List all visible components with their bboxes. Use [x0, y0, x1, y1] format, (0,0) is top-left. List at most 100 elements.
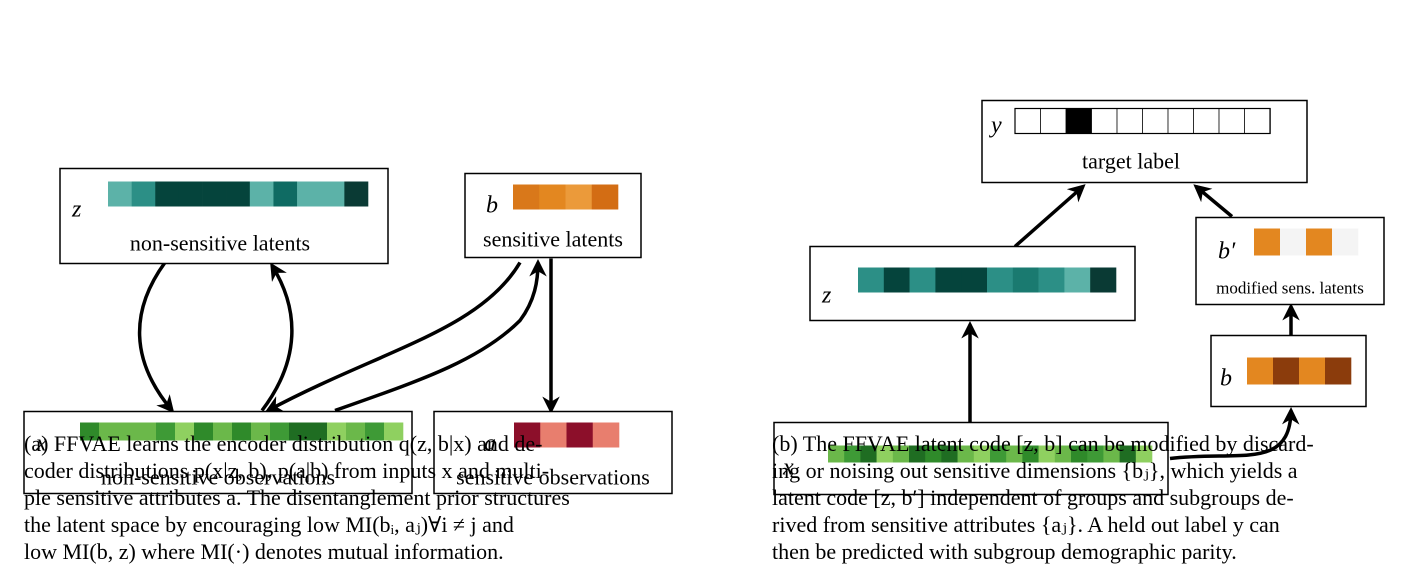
strip-cell — [297, 181, 322, 207]
arrow-bprime-to-y — [1193, 184, 1234, 218]
strip-cell — [346, 422, 366, 441]
b-box-b: b — [1210, 334, 1367, 408]
strip-cell — [365, 422, 385, 441]
arrow-x-to-b — [1169, 407, 1300, 461]
strip-cell — [1038, 267, 1065, 293]
strip-cell — [828, 445, 845, 463]
z-box-b: z — [809, 245, 1136, 322]
z-box: z non-sensitive latents — [59, 167, 389, 265]
y-label-strip — [1014, 107, 1271, 135]
arrow-z-to-y — [1013, 184, 1086, 248]
strip-cell — [990, 445, 1007, 463]
bprime-symbol: b′ — [1218, 239, 1236, 265]
strip-cell — [592, 422, 620, 448]
strip-cell — [289, 422, 309, 441]
caption-b-line: rived from sensitive attributes {aⱼ}. A … — [772, 512, 1280, 537]
strip-cell — [202, 181, 227, 207]
strip-cell — [1012, 267, 1039, 293]
strip-cell — [1280, 228, 1307, 256]
strip-cell — [155, 181, 180, 207]
strip-cell — [883, 267, 910, 293]
strip-cell — [514, 422, 541, 448]
strip-cell — [1090, 267, 1117, 293]
strip-cell — [1040, 108, 1067, 134]
b-latent-strip — [513, 184, 619, 210]
caption-b-line: (b) The FFVAE latent code [z, b] can be … — [772, 431, 1314, 456]
strip-cell — [1064, 267, 1091, 293]
strip-cell — [1193, 108, 1220, 134]
b-box: b sensitive latents — [464, 172, 642, 259]
b-symbol-b: b — [1220, 366, 1232, 392]
strip-cell — [925, 445, 942, 463]
panel-b: y target label z b′ modified sens. laten… — [773, 99, 1385, 496]
strip-cell — [320, 181, 345, 207]
strip-cell — [1254, 228, 1281, 256]
strip-cell — [194, 422, 214, 441]
strip-cell — [957, 445, 975, 463]
strip-cell — [513, 184, 540, 210]
a-box: a sensitive observations — [433, 410, 673, 495]
strip-cell — [1273, 357, 1300, 385]
strip-cell — [566, 422, 594, 448]
x-symbol: x — [35, 431, 47, 457]
x-observation-strip-b — [828, 445, 1153, 463]
strip-cell — [1325, 357, 1352, 385]
strip-cell — [327, 422, 347, 441]
panel-a-arrows — [137, 258, 560, 414]
y-box: y target label — [981, 99, 1308, 184]
strip-cell — [1244, 108, 1271, 134]
strip-cell — [308, 422, 328, 441]
bprime-label: modified sens. latents — [1216, 279, 1364, 298]
arrow-b-to-x — [264, 261, 522, 413]
caption-a-line: low MI(b, z) where MI(·) denotes mutual … — [24, 539, 504, 564]
strip-cell — [860, 445, 877, 463]
x-label: non-sensitive observations — [101, 465, 335, 490]
strip-cell — [249, 181, 274, 207]
x-symbol-b: x — [782, 455, 794, 481]
strip-cell — [1218, 108, 1246, 134]
strip-cell — [1071, 445, 1088, 463]
strip-cell — [137, 422, 157, 441]
a-observation-strip — [514, 422, 620, 448]
caption-a-line: ple sensitive attributes a. The disentan… — [24, 485, 570, 510]
strip-cell — [273, 181, 298, 207]
strip-cell — [270, 422, 290, 441]
bprime-latent-strip — [1254, 228, 1359, 256]
caption-b-line: then be predicted with subgroup demograp… — [772, 539, 1237, 564]
strip-cell — [909, 267, 936, 293]
strip-cell — [1065, 108, 1093, 134]
panel-a: z non-sensitive latents b sensitive late… — [23, 167, 673, 495]
bprime-box: b′ modified sens. latents — [1195, 216, 1385, 306]
caption-b-line: ing or noising out sensitive dimensions … — [772, 458, 1298, 483]
strip-cell — [80, 422, 100, 441]
strip-cell — [178, 181, 203, 207]
a-label: sensitive observations — [456, 465, 650, 490]
caption-a-line: the latent space by encouraging low MI(b… — [24, 512, 514, 537]
y-label: target label — [1082, 149, 1180, 174]
b-label: sensitive latents — [483, 227, 623, 252]
strip-cell — [1054, 445, 1072, 463]
strip-cell — [1299, 357, 1326, 385]
strip-cell — [973, 445, 991, 463]
strip-cell — [540, 422, 567, 448]
strip-cell — [1247, 357, 1274, 385]
strip-cell — [1167, 108, 1195, 134]
b-symbol: b — [486, 193, 498, 219]
caption-a-line: (a) FFVAE learns the encoder distributio… — [24, 431, 543, 456]
arrow-x-to-b-lower — [334, 259, 547, 413]
caption-a-line: coder distributions p(x|z, b), p(a|b) fr… — [24, 458, 550, 483]
strip-cell — [876, 445, 894, 463]
panel-b-arrows — [961, 184, 1300, 461]
z-latent-strip — [108, 181, 369, 207]
caption-b-line: latent code [z, b′] independent of group… — [772, 485, 1294, 510]
strip-cell — [1022, 445, 1039, 463]
strip-cell — [99, 422, 119, 441]
arrow-x-to-z — [260, 262, 294, 412]
arrow-z-to-x — [137, 261, 175, 414]
strip-cell — [108, 181, 132, 207]
strip-cell — [1087, 445, 1104, 463]
z-symbol: z — [71, 197, 82, 223]
x-box-b: x — [773, 421, 1169, 496]
strip-cell — [858, 267, 885, 293]
